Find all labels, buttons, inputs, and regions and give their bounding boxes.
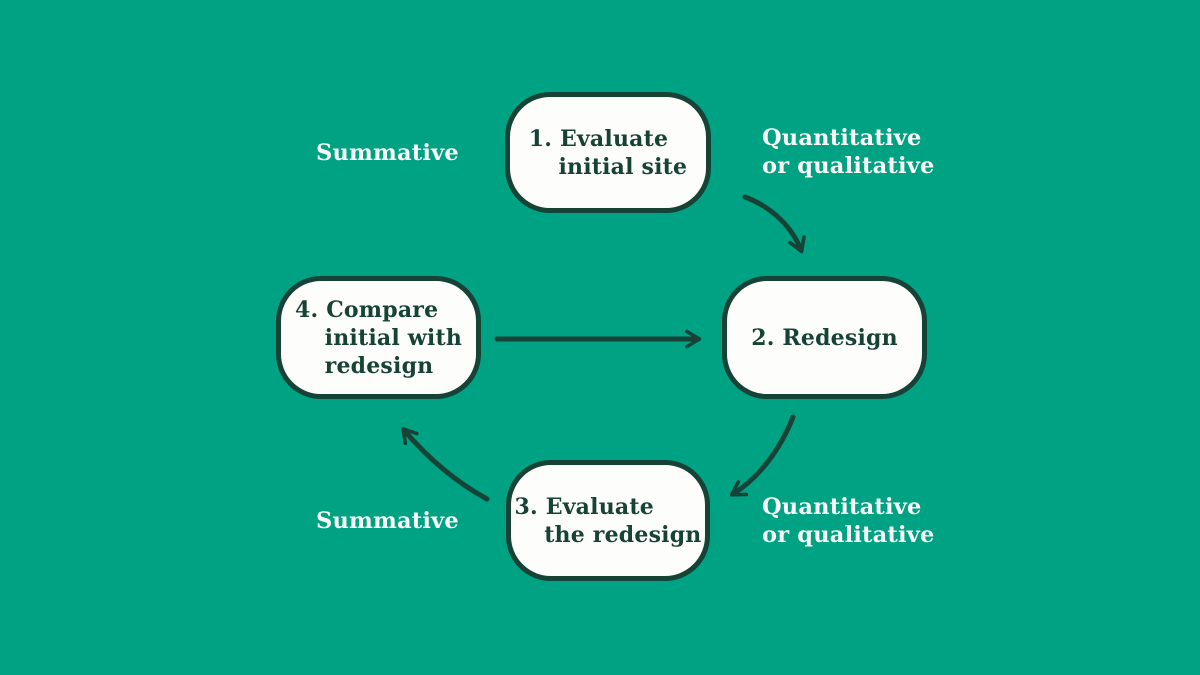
node-step-3-evaluate-redesign: 3. Evaluate the redesign [506, 460, 710, 581]
node-step-1-label: 1. Evaluate initial site [528, 125, 688, 180]
annotation-quantitative-top: Quantitative or qualitative [762, 125, 935, 179]
node-step-2-label: 2. Redesign [751, 324, 898, 351]
annotation-summative-bottom: Summative [316, 508, 459, 534]
annotation-quantitative-bottom: Quantitative or qualitative [762, 494, 935, 548]
arrow-step3-to-step4-icon [401, 427, 490, 502]
node-step-2-redesign: 2. Redesign [722, 276, 927, 399]
annotation-summative-top: Summative [316, 140, 459, 166]
node-step-1-evaluate-initial-site: 1. Evaluate initial site [505, 92, 711, 213]
node-step-4-compare-initial-with-redesign: 4. Compare initial with redesign [276, 276, 481, 399]
node-step-3-label: 3. Evaluate the redesign [514, 493, 702, 548]
arrow-step2-to-step3-icon [729, 414, 796, 497]
node-step-4-label: 4. Compare initial with redesign [294, 296, 463, 379]
arrow-step1-to-step2-icon [742, 194, 806, 254]
